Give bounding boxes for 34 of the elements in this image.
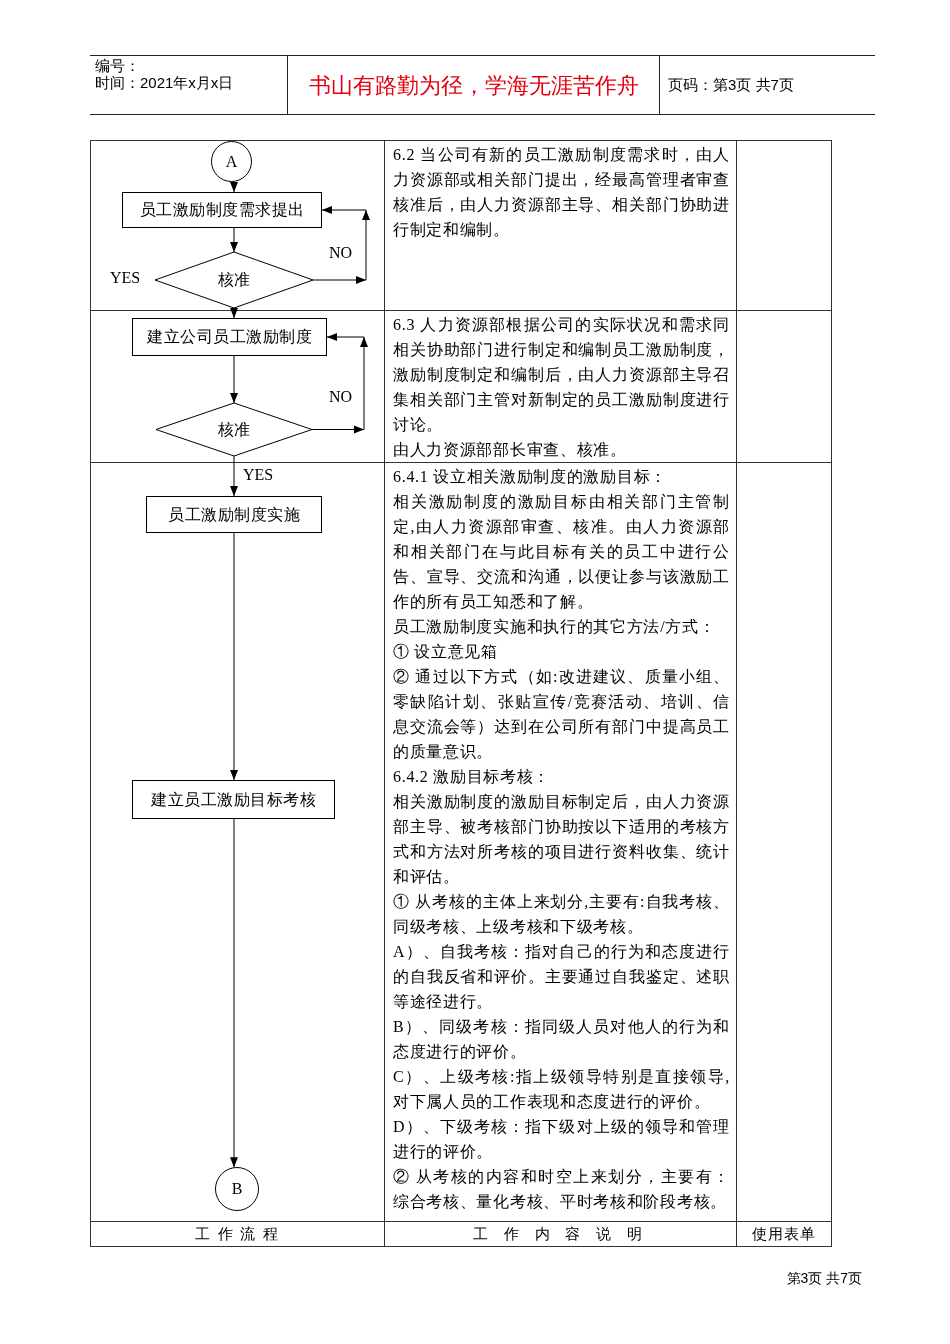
column-header: 工 作 内 容 说 明	[473, 1224, 648, 1244]
process-box: 建立公司员工激励制度	[132, 318, 327, 356]
description-paragraph: 员工激励制度实施和执行的其它方法/方式：	[393, 617, 717, 637]
description-paragraph: 相关激励制度的激励目标由相关部门主管制定,由人力资源部审查、核准。由人力资源部和相关部门在与此目标有关的员工中进行公告、宣导、交流和沟通，以便让参与该激励工作的所有员工知悉和了解。	[393, 492, 730, 612]
description-paragraph: ② 通过以下方式（如:改进建议、质量小组、零缺陷计划、张贴宣传/竞赛活动、培训、信息交流会等）达到在公司所有部门中提高员工的质量意识。	[393, 667, 730, 762]
branch-label: YES	[110, 269, 141, 287]
description-paragraph: 由人力资源部部长审查、核准。	[393, 440, 628, 460]
description-paragraph: B）、同级考核：指同级人员对他人的行为和态度进行的评价。	[393, 1017, 730, 1062]
description-paragraph: ② 从考核的内容和时空上来划分，主要有：综合考核、量化考核、平时考核和阶段考核。	[393, 1167, 730, 1212]
description-paragraph: C）、上级考核:指上级领导特别是直接领导,对下属人员的工作表现和态度进行的评价。	[393, 1067, 730, 1112]
edge-label: NO	[329, 244, 353, 262]
decision-diamond: 核准	[156, 403, 312, 456]
page-number: 页码：第3页 共7页	[668, 74, 794, 95]
description-paragraph: ① 从考核的主体上来划分,主要有:自我考核、同级考核、上级考核和下级考核。	[393, 892, 730, 937]
process-box: 员工激励制度需求提出	[122, 192, 322, 228]
column-header: 工 作 流 程	[194, 1224, 281, 1244]
description-paragraph: ① 设立意见箱	[393, 642, 499, 662]
edge-label: YES	[243, 466, 274, 484]
date-label: 时间：2021年x月x日	[95, 74, 234, 91]
process-box: 员工激励制度实施	[146, 496, 322, 533]
document-number-label: 编号：	[95, 57, 140, 74]
description-paragraph: 6.4.2 激励目标考核：	[393, 767, 552, 787]
description-paragraph: 相关激励制度的激励目标制定后，由人力资源部主导、被考核部门协助按以下适用的考核方式和方法对所考核的项目进行资料收集、统计和评估。	[393, 792, 730, 887]
description-paragraph: 6.3 人力资源部根据公司的实际状况和需求同相关协助部门进行制定和编制员工激励制度，激励制度制定和编制后，由人力资源部主导召集相关部门主管对新制定的员工激励制度进行讨论。	[393, 315, 730, 435]
description-paragraph: 6.4.1 设立相关激励制度的激励目标：	[393, 467, 668, 487]
description-paragraph: A）、自我考核：指对自己的行为和态度进行的自我反省和评价。主要通过自我鉴定、述职等途径进行。	[393, 942, 730, 1012]
decision-diamond: 核准	[155, 252, 313, 308]
description-paragraph: 6.2 当公司有新的员工激励制度需求时，由人力资源部或相关部门提出，经最高管理者审查核准后，由人力资源部主导、相关部门协助进行制定和编制。	[393, 145, 730, 240]
column-header: 使用表单	[752, 1224, 816, 1244]
process-box: 建立员工激励目标考核	[132, 780, 335, 819]
page-footer: 第3页 共7页	[786, 1268, 862, 1289]
description-paragraph: D）、下级考核：指下级对上级的领导和管理进行的评价。	[393, 1117, 730, 1162]
slogan: 书山有路勤为径，学海无涯苦作舟	[308, 71, 639, 100]
edge-label: NO	[329, 388, 353, 406]
